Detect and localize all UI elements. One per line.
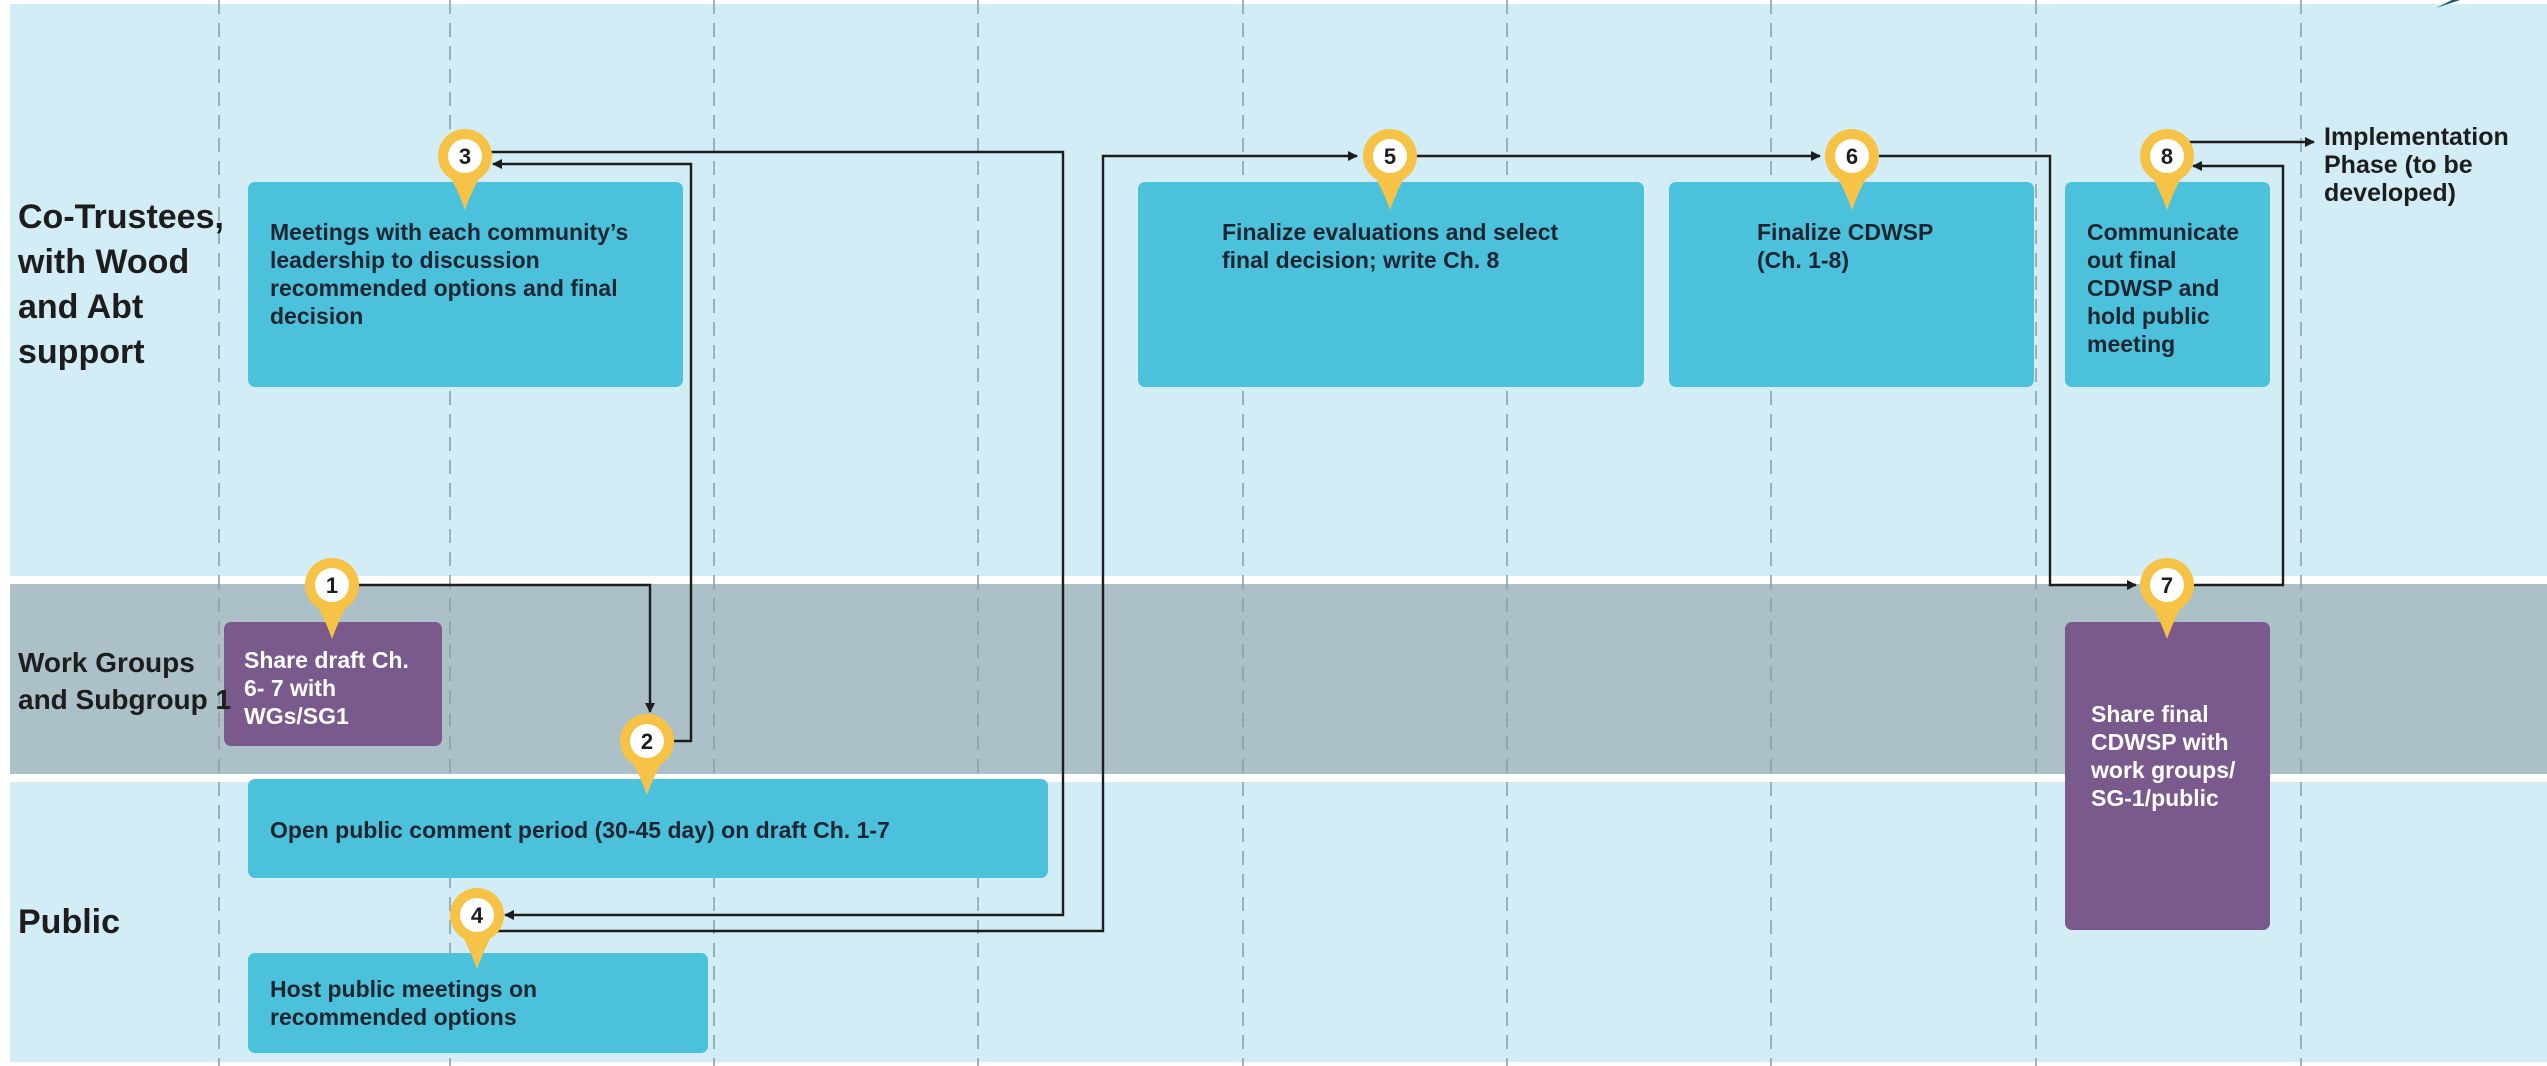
step-5-pin-icon: 5 [1363,129,1417,210]
corner-mark-icon [2436,0,2460,8]
step-4-pin-icon: 4 [450,888,504,969]
step-8-number: 8 [2161,144,2173,169]
step-text-line: recommended options and final [270,275,618,301]
step-text-line: out final [2087,247,2176,273]
implementation-line: developed) [2324,179,2456,207]
implementation-line: Phase (to be [2324,151,2473,179]
flow-arrow-1-to-2 [352,583,655,713]
flow-arrow-7-to-8 [2187,161,2285,587]
lane-label-line: Work Groups [18,647,195,678]
pin-center [448,139,482,173]
lane-label-line: and Subgroup 1 [18,684,231,715]
step-7-number: 7 [2161,573,2173,598]
step-2-number: 2 [641,729,653,754]
lane-label-work-groups: Work Groups and Subgroup 1 [18,647,231,715]
step-3-pin-icon: 3 [438,129,492,210]
lane-label-line: with Wood [17,243,189,281]
step-2-box [248,779,1048,878]
step-5-box [1138,182,1644,387]
step-text-line: Open public comment period (30-45 day) o… [270,817,890,843]
step-text-line: work groups/ [2090,757,2236,783]
step-3-box [248,182,683,387]
flow-arrow-6-to-7 [1872,154,2137,590]
step-7-pin-icon: 7 [2140,558,2194,639]
pin-center [1835,139,1869,173]
step-7-box [2065,622,2270,930]
step-text-line: meeting [2087,331,2175,357]
lane-label-line: Co-Trustees, [18,198,224,236]
implementation-line: Implementation [2324,123,2509,151]
step-text-line: 6- 7 with [244,675,336,701]
step-5-number: 5 [1384,144,1396,169]
step-2-pin-icon: 2 [620,714,674,795]
step-text-line: leadership to discussion [270,247,540,273]
step-text-line: SG-1/public [2091,785,2219,811]
step-text-line: CDWSP and [2087,275,2219,301]
step-text-line: Share draft Ch. [244,647,409,673]
step-text-line: Host public meetings on [270,976,537,1002]
step-text-line: Finalize CDWSP [1757,219,1933,245]
lane-label-line: Public [18,903,120,941]
flow-arrow-3-to-4 [485,150,1065,920]
lane-label-line: and Abt [18,288,143,326]
step-text-line: Share final [2091,701,2209,727]
step-text-line: WGs/SG1 [244,703,349,729]
pin-center [1373,139,1407,173]
step-2-text: Open public comment period (30-45 day) o… [270,817,890,843]
step-8-box [2065,182,2270,387]
flow-arrow-2-to-3 [492,159,693,743]
pin-center [315,568,349,602]
step-6-box [1669,182,2034,387]
pin-center [630,724,664,758]
step-3-number: 3 [459,144,471,169]
step-6-text: Finalize CDWSP(Ch. 1-8) [1757,219,1933,273]
step-text-line: Meetings with each community’s [270,219,628,245]
step-1-box [224,622,442,746]
step-6-number: 6 [1846,144,1858,169]
step-text-line: final decision; write Ch. 8 [1222,247,1500,273]
step-6-pin-icon: 6 [1825,129,1879,210]
lane-label-co-trustees: Co-Trustees, with Wood and Abt support [17,198,224,371]
step-text-line: decision [270,303,363,329]
flow-arrow-4-to-5 [497,151,1358,933]
step-4-number: 4 [471,903,484,928]
lane-label-public: Public [18,903,120,941]
pin-center [460,898,494,932]
pin-center [2150,139,2184,173]
step-text-line: recommended options [270,1004,517,1030]
step-1-pin-icon: 1 [305,558,359,639]
step-text-line: hold public [2087,303,2210,329]
step-1-number: 1 [326,573,338,598]
step-4-box [248,953,708,1053]
step-8-pin-icon: 8 [2140,129,2194,210]
step-text-line: (Ch. 1-8) [1757,247,1849,273]
pin-center [2150,568,2184,602]
step-text-line: Finalize evaluations and select [1222,219,1559,245]
step-text-line: Communicate [2087,219,2239,245]
lane-label-line: support [18,333,145,371]
step-text-line: CDWSP with [2091,729,2229,755]
